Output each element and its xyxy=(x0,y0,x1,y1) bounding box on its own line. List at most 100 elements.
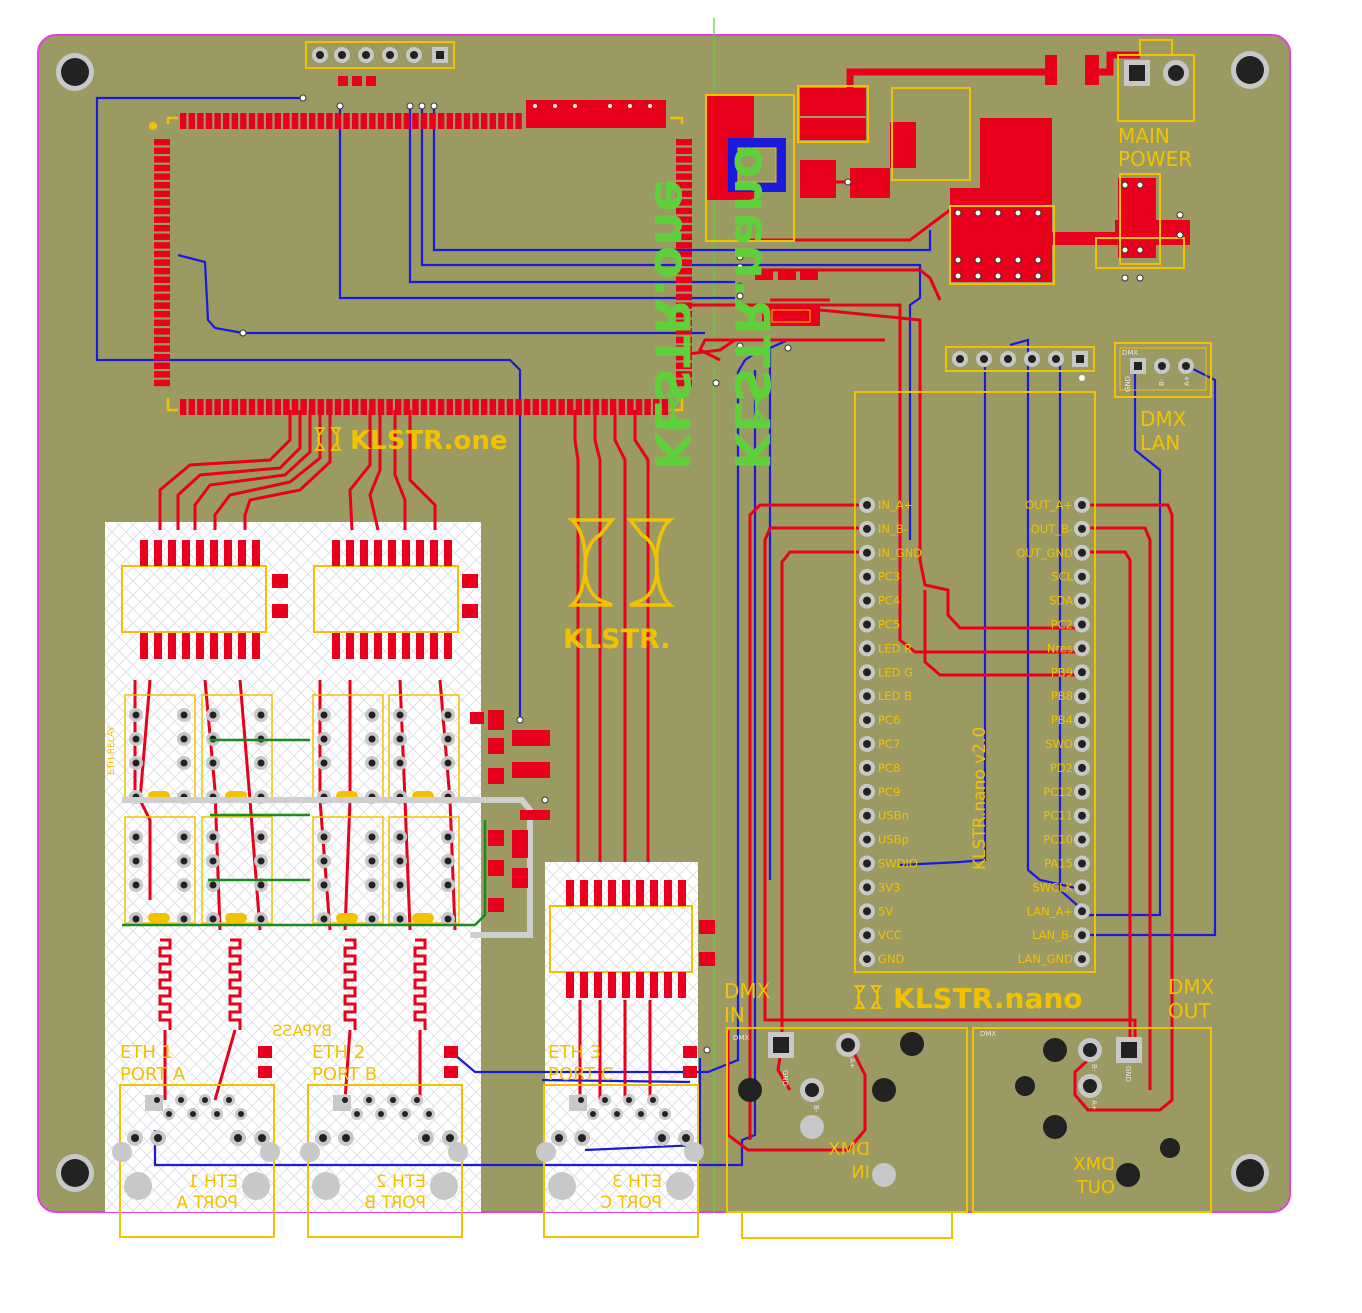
dmx-out-connector xyxy=(972,1027,1212,1213)
module-pad xyxy=(541,399,548,415)
module-pad xyxy=(489,113,496,129)
relay-marker xyxy=(148,913,170,923)
module-pad xyxy=(455,113,462,129)
module-pad xyxy=(283,399,290,415)
module-pad xyxy=(438,399,445,415)
module-pad xyxy=(472,113,479,129)
chip-pad xyxy=(154,540,162,566)
nano-left-pin-label: LED G xyxy=(878,665,913,679)
nano-pin-hole xyxy=(863,572,871,581)
eth-relay-label: ETH RELAY xyxy=(107,726,117,775)
chip-pad xyxy=(636,972,644,998)
relay-pin-hole xyxy=(257,759,265,767)
rj45-pin-hole xyxy=(578,1097,584,1103)
module-pad xyxy=(154,293,170,301)
klstr-nano-small-logo xyxy=(853,985,883,1009)
module-pad xyxy=(676,139,692,146)
module-pad xyxy=(676,147,692,154)
rj45-pin-hole xyxy=(378,1111,384,1117)
nano-left-pin-label: USBn xyxy=(878,809,909,823)
nano-pin-hole xyxy=(863,763,871,772)
nano-pin-hole xyxy=(863,548,871,557)
relay-pin-hole xyxy=(396,833,404,841)
relay-pin-hole xyxy=(320,759,328,767)
relay-pin-hole xyxy=(368,915,376,923)
dmx-in-connector xyxy=(726,1027,968,1239)
rj45-pin-hole xyxy=(202,1097,208,1103)
klstr-nano-mirrored-label: KLSTR.nano xyxy=(723,145,779,470)
nano-left-pin-label: PC5 xyxy=(878,618,900,632)
chip-pad xyxy=(622,972,630,998)
module-pad xyxy=(429,113,436,129)
module-pad xyxy=(661,399,668,415)
module-pad xyxy=(627,399,634,415)
module-pad xyxy=(334,113,342,129)
dmx-out-small-label: DMX xyxy=(980,1030,996,1038)
module-pad xyxy=(154,250,170,258)
bypass-smd xyxy=(470,710,550,912)
dmx-lan-b-label: B- xyxy=(1158,378,1166,386)
module-pad xyxy=(676,216,692,223)
module-pad xyxy=(676,328,692,335)
relay-pin-hole xyxy=(320,915,328,923)
relay-pin-hole xyxy=(132,711,140,719)
module-pad xyxy=(567,399,574,415)
module-pad xyxy=(610,399,617,415)
module-pad xyxy=(360,399,367,415)
nano-pin-hole xyxy=(1078,668,1086,677)
relay-pin-hole xyxy=(444,915,452,923)
relay-pin-hole xyxy=(368,735,376,743)
port-a-label: PORT A xyxy=(120,1064,186,1085)
module-pad xyxy=(197,399,204,415)
dmx-lan-label-2: LAN xyxy=(1140,431,1180,455)
nano-right-pin-label: SCL xyxy=(1051,570,1073,584)
dmx-lan-small-label: DMX xyxy=(1122,349,1138,357)
chip-pad xyxy=(196,633,204,659)
relay-pin-hole xyxy=(444,857,452,865)
chip-pad xyxy=(664,972,672,998)
module-pad xyxy=(644,399,651,415)
rj45-pin-hole xyxy=(178,1097,184,1103)
dmx-in-b-label: B- xyxy=(812,1105,820,1113)
module-pad xyxy=(154,268,170,275)
dmx-in-bottom-label-1: DMX xyxy=(828,1139,870,1160)
relay-pin-hole xyxy=(368,881,376,889)
chip-pad xyxy=(168,633,176,659)
nano-left-pin-label: IN_A+ xyxy=(878,498,913,512)
klstr-center-logo-text: KLSTR. xyxy=(563,624,671,655)
port-c-bottom-label: PORT C xyxy=(600,1193,662,1213)
relay-pin-hole xyxy=(396,735,404,743)
relay-pin-hole xyxy=(368,833,376,841)
relay-pin-hole xyxy=(257,833,265,841)
chip-pad xyxy=(360,540,368,566)
dmx-in-gnd-label: GND xyxy=(781,1070,789,1086)
chip-pad xyxy=(580,972,588,998)
chip-pad xyxy=(594,972,602,998)
power-silkscreen xyxy=(705,39,1195,285)
relay-pin-hole xyxy=(444,881,452,889)
module-pad xyxy=(676,354,692,361)
chip-pad xyxy=(678,972,686,998)
keepout-eth3-area xyxy=(545,862,698,1212)
top-copper-traces xyxy=(133,180,1174,1152)
rj45-pin-hole xyxy=(166,1111,172,1117)
one-top-right-pads xyxy=(526,100,666,128)
module-pad xyxy=(395,113,402,129)
nano-pin-hole xyxy=(1078,524,1086,533)
relay-pin-hole xyxy=(444,833,452,841)
module-pad xyxy=(223,113,230,129)
eth1-bottom-label: ETH 1 xyxy=(188,1172,238,1192)
relay-pin-hole xyxy=(209,759,217,767)
module-pad xyxy=(676,190,692,197)
module-pad xyxy=(506,113,514,129)
chip-pad xyxy=(210,633,218,659)
relay-pin-hole xyxy=(368,759,376,767)
module-pad xyxy=(326,113,333,129)
nano-left-pin-label: PC4 xyxy=(878,594,900,608)
chip-pad xyxy=(374,633,382,659)
nano-left-pin-label: 3V3 xyxy=(878,880,901,894)
module-pad xyxy=(635,399,643,415)
nano-left-pin-label: VCC xyxy=(878,928,902,942)
module-pad xyxy=(248,399,256,415)
module-pad xyxy=(412,399,419,415)
